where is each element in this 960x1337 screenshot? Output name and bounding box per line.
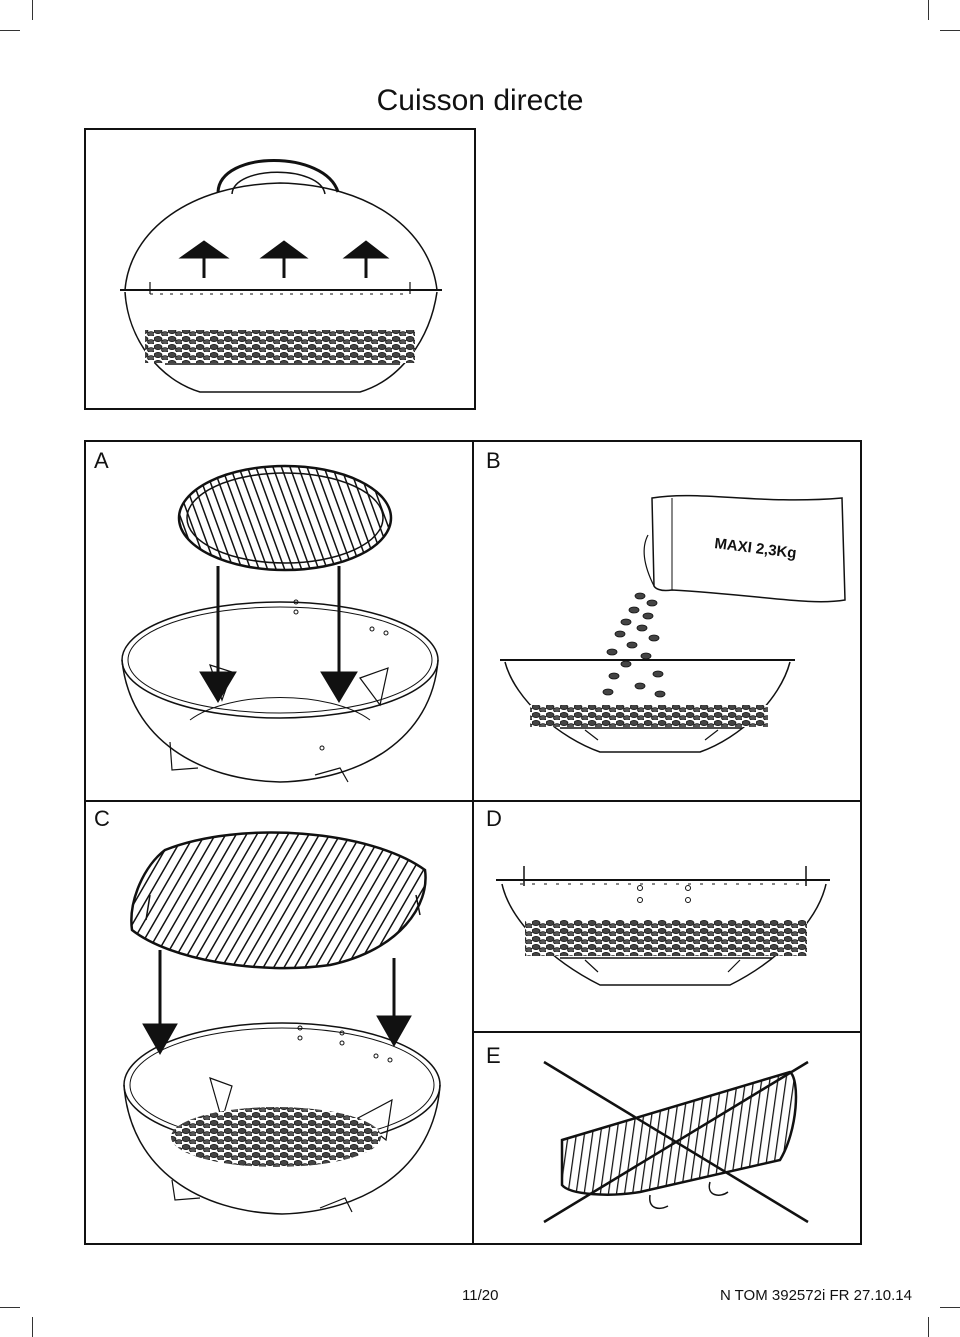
page-title: Cuisson directe: [376, 84, 584, 117]
panel-e-illustration: [543, 1060, 809, 1224]
crop-mark: [940, 30, 960, 31]
crop-mark: [32, 0, 33, 20]
falling-charcoal: [602, 592, 666, 698]
panel-c-illustration: [123, 831, 441, 1215]
cross-out-icon: [543, 1060, 809, 1224]
panel-label-b: B: [486, 448, 501, 473]
crop-mark: [928, 0, 929, 20]
panel-b-illustration: [500, 494, 846, 753]
panel-a-illustration: [121, 464, 439, 783]
crop-mark: [0, 1307, 20, 1308]
panel-label-a: A: [94, 448, 109, 473]
down-arrow-icon: [199, 566, 237, 703]
crop-mark: [940, 1307, 960, 1308]
closed-barbecue-illustration: [120, 159, 442, 393]
document-reference: N TOM 392572i FR 27.10.14: [719, 1287, 912, 1304]
crop-mark: [32, 1317, 33, 1337]
panel-d-illustration: [496, 866, 830, 986]
down-arrow-icon: [376, 958, 412, 1048]
up-arrow-icon: [259, 240, 309, 278]
down-arrow-icon: [142, 950, 178, 1056]
page-number: 11/20: [462, 1287, 499, 1304]
up-arrow-icon: [178, 240, 230, 278]
panel-label-c: C: [94, 806, 110, 831]
down-arrow-icon: [320, 566, 358, 703]
crop-mark: [0, 30, 20, 31]
up-arrow-icon: [342, 240, 390, 278]
panel-label-d: D: [486, 806, 502, 831]
panel-label-e: E: [486, 1043, 501, 1068]
crop-mark: [928, 1317, 929, 1337]
